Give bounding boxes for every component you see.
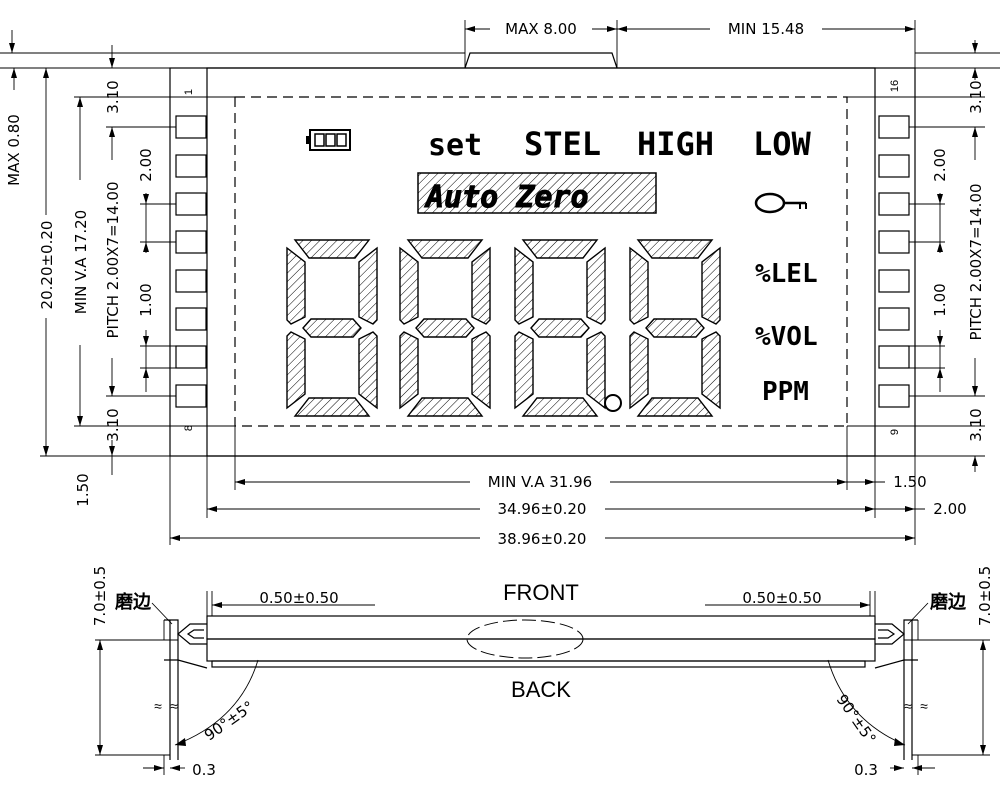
svg-text:≈: ≈ bbox=[170, 698, 178, 714]
svg-text:≈: ≈ bbox=[154, 698, 162, 714]
left-dimensions: MAX 0.80 20.20±0.20 MIN V.A 17.20 PITCH … bbox=[5, 68, 235, 507]
viewing-area bbox=[234, 96, 848, 427]
top-view: 1 8 16 9 set STEL HIGH LOW Auto Zero %LE bbox=[169, 52, 916, 457]
digit-3-segment-e bbox=[514, 331, 534, 410]
digit-2-segment-e bbox=[399, 331, 419, 410]
back-label: BACK bbox=[511, 677, 571, 702]
auto-zero-box bbox=[417, 172, 657, 214]
pin-number-8: 8 bbox=[183, 425, 195, 431]
dim-height-right: 7.0±0.5 bbox=[976, 566, 994, 626]
svg-text:≈: ≈ bbox=[920, 698, 928, 714]
digit-4-segment-c bbox=[701, 331, 721, 410]
polish-label-right: 磨边 bbox=[930, 591, 967, 612]
dim-tolerance-right: 0.50±0.50 bbox=[742, 589, 821, 607]
dim-pin-pitch-left: 2.00 bbox=[137, 148, 155, 181]
lcd-auto-zero-label: Auto Zero bbox=[424, 180, 589, 215]
dim-margin-bottom-right: 3.10 bbox=[967, 408, 985, 441]
left-pin-clip: ≈ ≈ bbox=[154, 619, 208, 760]
lcd-vol-label: %VOL bbox=[755, 322, 818, 352]
digit-2-segment-f bbox=[399, 246, 419, 325]
dim-margin-top-left: 3.10 bbox=[104, 80, 122, 113]
digit-4-segment-f bbox=[629, 246, 649, 325]
right-dimensions: PITCH 2.00X7=14.00 3.10 3.10 2.00 1.00 bbox=[847, 80, 985, 472]
dim-edge-right: 2.00 bbox=[933, 500, 966, 518]
digit-4-segment-a bbox=[636, 239, 714, 259]
front-label: FRONT bbox=[503, 580, 579, 605]
digit-2-segment-c bbox=[471, 331, 491, 410]
digit-1-segment-g bbox=[302, 318, 362, 338]
dim-bottom-gap: 1.50 bbox=[74, 473, 92, 506]
glass-outline bbox=[206, 67, 876, 457]
digit-2-segment-g bbox=[415, 318, 475, 338]
digit-1-segment-b bbox=[358, 246, 378, 325]
lcd-low-label: LOW bbox=[753, 125, 812, 163]
dim-height-left: 7.0±0.5 bbox=[91, 566, 109, 626]
digit-4-segment-e bbox=[629, 331, 649, 410]
digit-2-segment-a bbox=[406, 239, 484, 259]
svg-text:≈: ≈ bbox=[904, 698, 912, 714]
dim-pin-right: 0.3 bbox=[854, 761, 878, 779]
digit-2-segment-b bbox=[471, 246, 491, 325]
polarizer bbox=[211, 660, 866, 668]
digit-1-segment-c bbox=[358, 331, 378, 410]
dim-margin-top-right: 3.10 bbox=[967, 80, 985, 113]
digit-4-segment-b bbox=[701, 246, 721, 325]
dim-angle-left: 90°±5° bbox=[201, 697, 257, 744]
key-icon bbox=[754, 192, 807, 214]
dim-max-tab: MAX 8.00 bbox=[505, 20, 577, 38]
bottom-dimensions: MIN V.A 31.96 1.50 34.96±0.20 2.00 38.96… bbox=[169, 426, 967, 548]
digit-1-segment-d bbox=[293, 397, 371, 417]
digit-3-segment-g bbox=[530, 318, 590, 338]
dim-pin-left: 0.3 bbox=[192, 761, 216, 779]
digit-3-segment-b bbox=[586, 246, 606, 325]
digit-3-segment-c bbox=[586, 331, 606, 410]
dim-va-height: MIN V.A 17.20 bbox=[72, 210, 90, 314]
seven-segment-digits bbox=[286, 239, 721, 417]
lcd-ppm-label: PPM bbox=[762, 377, 809, 407]
dim-tolerance-left: 0.50±0.50 bbox=[259, 589, 338, 607]
right-pin-clip: ≈ ≈ bbox=[874, 619, 928, 760]
dim-total-width: 38.96±0.20 bbox=[498, 530, 587, 548]
dim-gap-right: 1.50 bbox=[893, 473, 926, 491]
lcd-set-label: set bbox=[428, 128, 482, 163]
digit-2-segment-d bbox=[406, 397, 484, 417]
dim-height: 20.20±0.20 bbox=[38, 221, 56, 310]
dim-min-tab: MIN 15.48 bbox=[728, 20, 804, 38]
dim-pitch-left: PITCH 2.00X7=14.00 bbox=[104, 181, 122, 338]
dim-angle-right: 90°±5° bbox=[833, 691, 880, 747]
lcd-lel-label: %LEL bbox=[755, 259, 818, 289]
polish-label-left: 磨边 bbox=[115, 591, 152, 612]
pin-number-16: 16 bbox=[889, 80, 901, 92]
digit-3-segment-a bbox=[521, 239, 599, 259]
dim-pin-pitch-right: 2.00 bbox=[931, 148, 949, 181]
battery-icon bbox=[306, 129, 351, 151]
decimal-point bbox=[604, 394, 622, 412]
side-view: FRONT BACK 0.50±0.50 0.50±0.50 ≈ ≈ bbox=[91, 566, 994, 779]
digit-4-segment-d bbox=[636, 397, 714, 417]
dim-margin-bottom-left: 3.10 bbox=[104, 408, 122, 441]
dim-va-width: MIN V.A 31.96 bbox=[488, 473, 592, 491]
digit-3-segment-d bbox=[521, 397, 599, 417]
digit-1-segment-e bbox=[286, 331, 306, 410]
dim-glass-width: 34.96±0.20 bbox=[498, 500, 587, 518]
right-pins bbox=[878, 115, 910, 408]
lcd-stel-label: STEL bbox=[524, 125, 601, 163]
dim-pin-width-left: 1.00 bbox=[137, 283, 155, 316]
dim-pin-width-right: 1.00 bbox=[931, 283, 949, 316]
front-glass bbox=[206, 615, 876, 640]
left-pins bbox=[175, 115, 207, 408]
digit-1-segment-f bbox=[286, 246, 306, 325]
seal-outline bbox=[466, 619, 584, 659]
pin-number-1: 1 bbox=[183, 89, 195, 95]
dim-thickness: MAX 0.80 bbox=[5, 114, 23, 186]
digit-1-segment-a bbox=[293, 239, 371, 259]
top-dimensions: MAX 8.00 MIN 15.48 bbox=[0, 20, 1000, 80]
top-tab bbox=[464, 52, 618, 69]
pin-number-9: 9 bbox=[889, 429, 901, 435]
digit-3-segment-f bbox=[514, 246, 534, 325]
digit-4-segment-g bbox=[645, 318, 705, 338]
dim-pitch-right: PITCH 2.00X7=14.00 bbox=[967, 183, 985, 340]
lcd-high-label: HIGH bbox=[637, 125, 714, 163]
